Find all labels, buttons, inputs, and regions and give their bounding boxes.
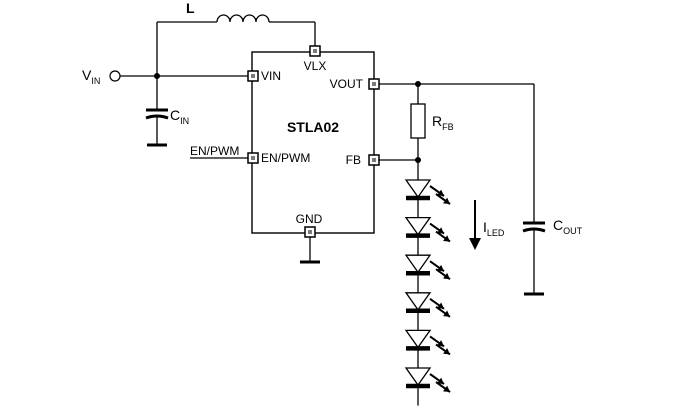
rfb-resistor bbox=[410, 103, 426, 139]
vin-pin bbox=[247, 70, 259, 82]
led-diode-body bbox=[404, 367, 432, 387]
led-emission-arrow bbox=[435, 381, 451, 393]
led-6 bbox=[404, 367, 451, 406]
led-diode-body bbox=[404, 292, 432, 311]
led-emission-arrow bbox=[429, 222, 445, 235]
inductor-label: L bbox=[186, 0, 195, 16]
led-4 bbox=[404, 292, 451, 331]
led-emission-arrow bbox=[435, 268, 451, 281]
iled-label: ILED bbox=[483, 219, 505, 238]
led-1 bbox=[404, 179, 451, 218]
inductor-coil bbox=[216, 14, 270, 23]
led-emission-arrow bbox=[429, 373, 445, 385]
led-diode-body bbox=[404, 329, 432, 349]
led-diode-body bbox=[404, 216, 432, 236]
vout-pin bbox=[368, 78, 380, 90]
led-2 bbox=[404, 216, 451, 256]
en-pwm-input-label: EN/PWM bbox=[190, 144, 239, 158]
vin-pin-label: VIN bbox=[261, 69, 281, 83]
led-emission-arrow bbox=[435, 305, 451, 318]
chip-name: STLA02 bbox=[287, 119, 339, 135]
en-pwm-pin-label: EN/PWM bbox=[261, 151, 310, 165]
vlx-pin bbox=[309, 45, 321, 57]
gnd-pin-label: GND bbox=[296, 212, 323, 226]
vout-pin-label: VOUT bbox=[330, 77, 364, 91]
led-emission-arrow bbox=[435, 230, 451, 243]
vin-label: VIN bbox=[82, 67, 100, 86]
vin-terminal bbox=[109, 70, 121, 82]
vlx-pin-label: VLX bbox=[304, 59, 327, 73]
led-string bbox=[404, 179, 451, 406]
cout-plate-bottom bbox=[522, 227, 546, 233]
led-emission-arrow bbox=[435, 343, 451, 356]
rfb-label: RFB bbox=[432, 113, 454, 132]
chip-body bbox=[251, 51, 375, 234]
iled-arrow-head bbox=[469, 238, 481, 250]
fb-pin-label: FB bbox=[346, 153, 361, 167]
led-emission-arrow bbox=[429, 185, 445, 197]
cin-label: CIN bbox=[170, 107, 189, 126]
en-pwm-pin bbox=[247, 152, 259, 164]
fb-pin bbox=[368, 154, 380, 166]
led-3 bbox=[404, 254, 451, 293]
led-emission-arrow bbox=[429, 260, 445, 273]
gnd-pin bbox=[304, 226, 316, 238]
led-diode-body bbox=[404, 179, 432, 199]
cin-plate-bottom bbox=[145, 114, 169, 120]
led-emission-arrow bbox=[429, 297, 445, 310]
led-emission-arrow bbox=[429, 335, 445, 348]
led-diode-body bbox=[404, 254, 432, 274]
led-emission-arrow bbox=[435, 193, 451, 205]
led-5 bbox=[404, 329, 451, 368]
cout-label: COUT bbox=[553, 217, 583, 236]
